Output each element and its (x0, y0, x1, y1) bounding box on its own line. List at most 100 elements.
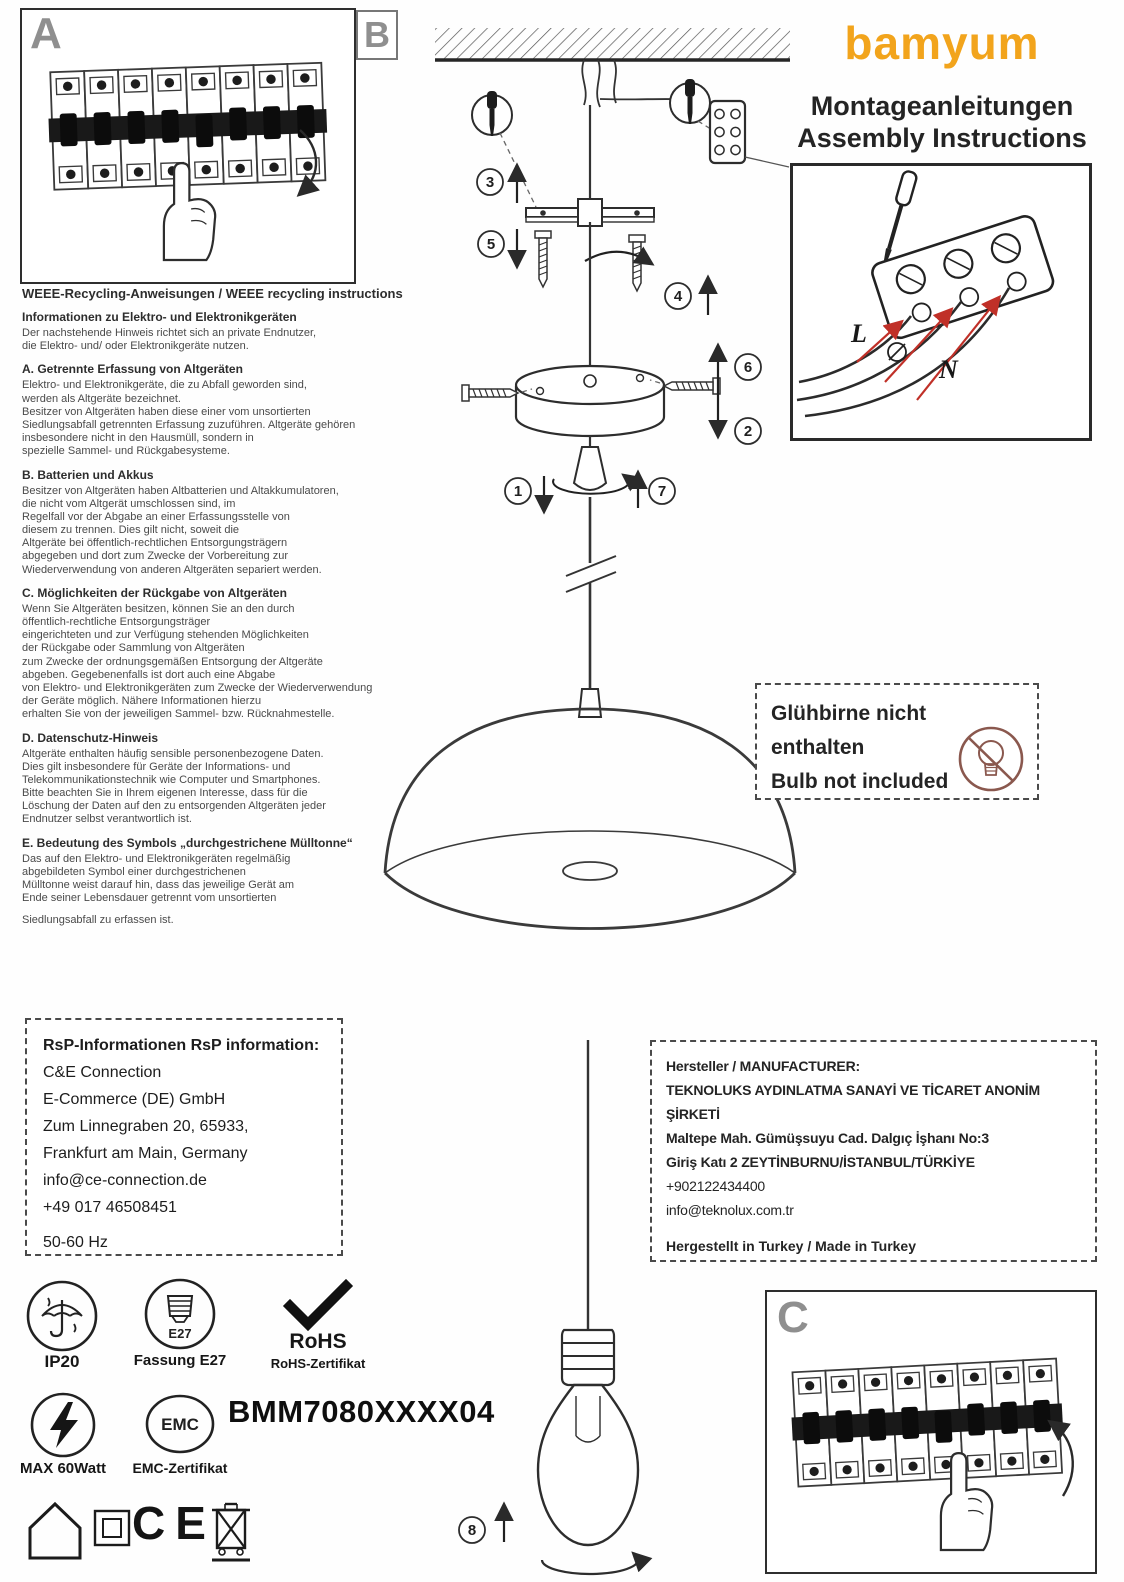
rsp-company-2: E-Commerce (DE) GmbH (43, 1091, 226, 1108)
crossed-bulb-icon (958, 726, 1024, 792)
manufacturer-city: Giriş Katı 2 ZEYTİNBURNU/İSTANBUL/TÜRKİY… (666, 1154, 975, 1170)
bulb-notice-english: Bulb not included (771, 770, 949, 793)
step-marker-3: 3 (476, 162, 527, 203)
rsp-phone: +49 017 46508451 (43, 1199, 177, 1216)
rsp-frequency: 50-60 Hz (43, 1234, 108, 1251)
weee-section-body: Das auf den Elektro- und Elektronikgerät… (22, 852, 295, 905)
emc-text: EMC (161, 1415, 199, 1434)
rotation-arrow-icon (540, 1551, 653, 1576)
terminal-block-icon (708, 99, 790, 168)
weee-bin-icon (212, 1502, 250, 1562)
rsp-street: Zum Linnegraben 20, 65933, (43, 1118, 249, 1135)
panel-c-label: C (777, 1293, 809, 1342)
cord-grip (577, 688, 603, 718)
wiring-detail-illustration: L N (796, 170, 1055, 418)
panel-power-on: C (765, 1290, 1097, 1574)
svg-text:4: 4 (674, 288, 683, 305)
manufacturer-email: info@teknolux.com.tr (666, 1202, 794, 1218)
panel-a-label: A (30, 9, 62, 58)
step-marker-1: 1 (504, 476, 554, 515)
manufacturer-name: TEKNOLUKS AYDINLATMA SANAYİ VE TİCARET A… (666, 1082, 1040, 1122)
rohs-label: RoHS (289, 1330, 347, 1353)
screw-icon (461, 384, 519, 402)
emc-zertifikat-label: EMC-Zertifikat (132, 1460, 228, 1476)
manufacturer-street: Maltepe Mah. Gümüşsuyu Cad. Dalgıç İşhan… (666, 1130, 989, 1146)
manufacturer-box: Hersteller / MANUFACTURER: TEKNOLUKS AYD… (650, 1040, 1097, 1262)
rsp-email: info@ce-connection.de (43, 1172, 207, 1189)
rohs-zertifikat-label: RoHS-Zertifikat (270, 1356, 366, 1371)
svg-text:1: 1 (514, 483, 522, 500)
live-label: L (850, 319, 867, 348)
manufacturer-phone: +902122434400 (666, 1178, 766, 1194)
ce-mark: CE (132, 1497, 216, 1549)
screw-icon (663, 377, 721, 395)
weee-title: WEEE-Recycling-Anweisungen / WEEE recycl… (22, 286, 403, 301)
screw-icon (534, 230, 552, 288)
panel-b-label: B (356, 10, 398, 60)
title-german: Montageanleitungen (810, 91, 1074, 121)
step-marker-8: 8 (458, 1501, 514, 1544)
wire-direction-arrows (856, 294, 1002, 401)
model-number: BMM7080XXXX04 (228, 1394, 495, 1429)
screwdriver-icon (669, 79, 715, 132)
weee-section-body: Altgeräte enthalten häufig sensible pers… (22, 747, 326, 826)
ceiling-hatch (435, 28, 790, 62)
rohs-checkmark-icon (282, 1278, 354, 1332)
weee-section-heading: A. Getrennte Erfassung von Altgeräten (22, 362, 243, 377)
weee-section-body: Der nachstehende Hinweis richtet sich an… (22, 327, 317, 353)
screwdriver-icon (883, 170, 918, 263)
lampshade-dome (383, 707, 797, 930)
neutral-label: N (938, 355, 959, 384)
ip20-icon (26, 1280, 98, 1352)
strain-relief-cone (572, 446, 608, 491)
step-marker-4: 4 (584, 246, 718, 315)
step-marker-5: 5 (477, 229, 527, 270)
emc-icon: EMC (145, 1394, 215, 1454)
rsp-company: C&E Connection (43, 1064, 162, 1081)
panel-power-off: A (20, 8, 356, 284)
assembly-diagram: 3 5 4 (383, 28, 797, 930)
made-in-label: Hergestellt in Turkey / Made in Turkey (666, 1238, 916, 1254)
e27-socket-icon: E27 (144, 1278, 216, 1350)
bulb-icon (536, 1328, 640, 1547)
lightning-icon (50, 1402, 78, 1448)
title-english: Assembly Instructions (797, 123, 1087, 153)
circuit-breaker-on-icon (779, 1336, 1074, 1552)
weee-section-body: Elektro- und Elektronikgeräte, die zu Ab… (22, 379, 356, 458)
bulb-notice-german: Glühbirne nicht enthalten (771, 702, 927, 759)
document-title: Montageanleitungen Assembly Instructions (782, 90, 1102, 154)
rsp-city: Frankfurt am Main, Germany (43, 1145, 248, 1162)
bulb-install-diagram: 8 (458, 1040, 653, 1576)
mounting-bracket (525, 198, 655, 227)
rsp-information-box: RsP-Informationen RsP information: C&E C… (25, 1018, 343, 1256)
svg-text:3: 3 (486, 174, 494, 191)
house-icon (28, 1501, 82, 1560)
max-wattage-label: MAX 60Watt (19, 1460, 107, 1477)
svg-text:5: 5 (487, 236, 495, 253)
svg-text:8: 8 (468, 1522, 476, 1539)
ground-symbol-icon (887, 342, 907, 362)
max-wattage-icon (30, 1392, 96, 1458)
weee-section-heading: D. Datenschutz-Hinweis (22, 730, 159, 745)
canopy (514, 364, 666, 438)
rsp-title: RsP-Informationen RsP information: (43, 1037, 320, 1054)
svg-text:6: 6 (744, 359, 752, 376)
e27-text: E27 (168, 1326, 191, 1341)
svg-text:2: 2 (744, 423, 752, 440)
screw-icon (628, 234, 646, 292)
weee-footer: Siedlungsabfall zu erfassen ist. (22, 914, 174, 927)
circuit-breaker-off-icon (32, 52, 348, 262)
manufacturer-title: Hersteller / MANUFACTURER: (666, 1058, 860, 1074)
weee-section-body: Besitzer von Altgeräten haben Altbatteri… (22, 484, 339, 576)
wiring-detail-box: L N (790, 163, 1092, 441)
weee-section-heading: C. Möglichkeiten der Rückgabe von Altger… (22, 585, 287, 600)
weee-section-heading: B. Batterien und Akkus (22, 467, 154, 482)
svg-text:7: 7 (658, 483, 666, 500)
weee-section-heading: E. Bedeutung des Symbols „durchgestriche… (22, 835, 353, 850)
bulb-not-included-notice: Glühbirne nicht enthalten Bulb not inclu… (755, 683, 1039, 800)
weee-section-heading: Informationen zu Elektro- und Elektronik… (22, 310, 297, 324)
double-insulation-icon (93, 1509, 131, 1547)
step-marker-6-2: 6 2 (708, 342, 762, 445)
fassung-e27-label: Fassung E27 (133, 1352, 227, 1369)
